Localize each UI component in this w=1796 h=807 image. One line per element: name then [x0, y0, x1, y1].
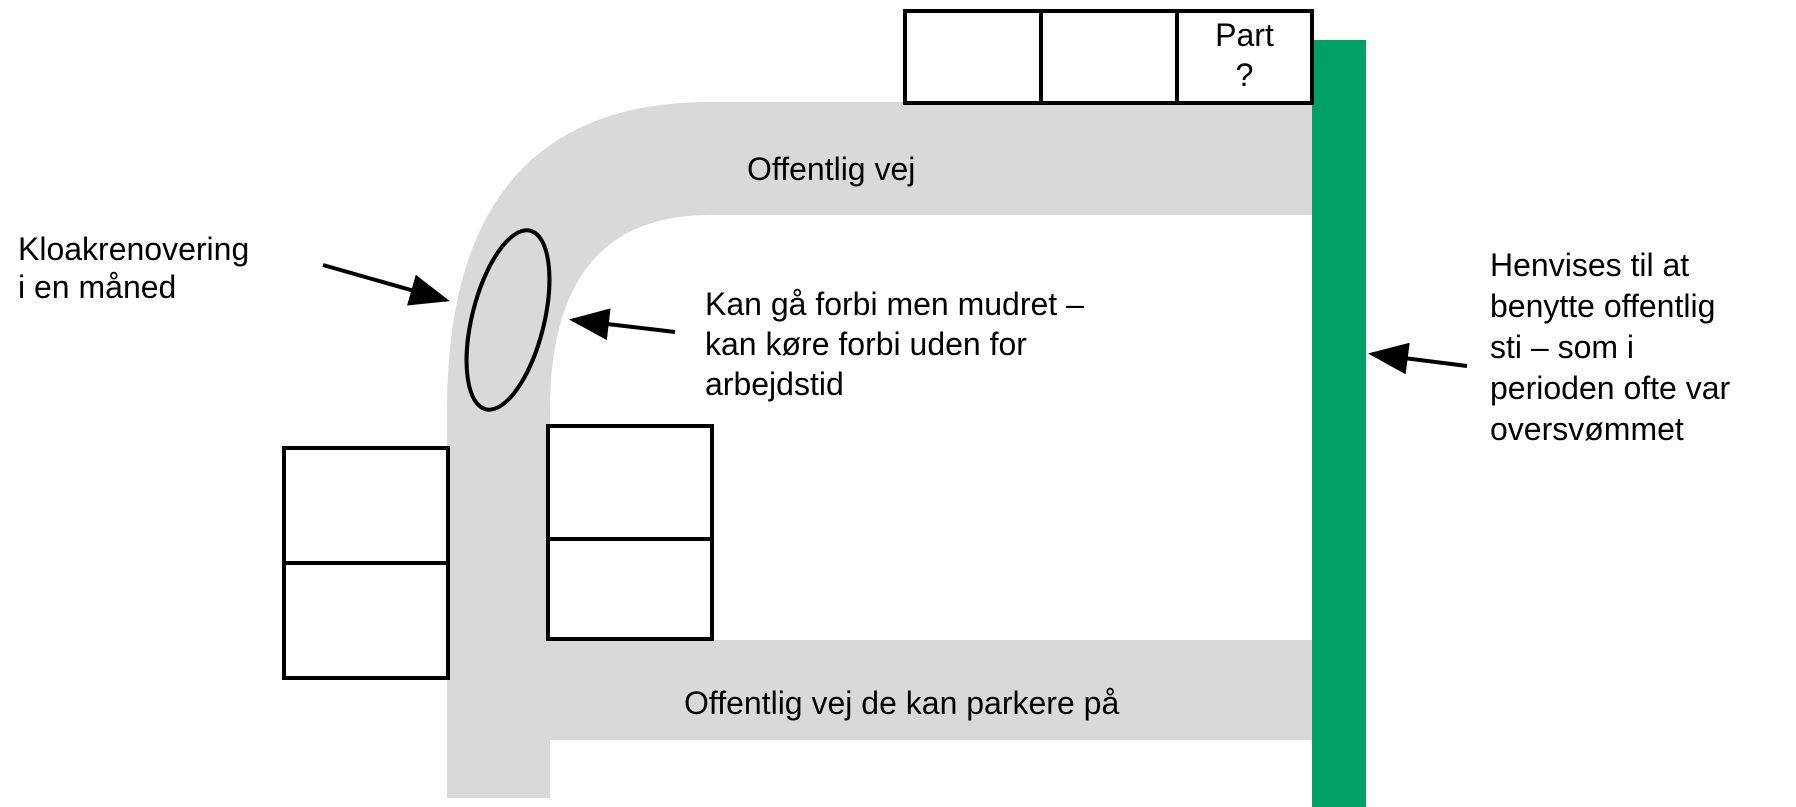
path-note-line-5: oversvømmet	[1490, 411, 1684, 447]
passage-note: Kan gå forbi men mudret – kan køre forbi…	[705, 284, 1084, 404]
house-top-1	[903, 9, 1043, 105]
house-left-1	[282, 446, 450, 565]
path-note-line-4: perioden ofte var	[1490, 370, 1731, 406]
road-bottom-text: Offentlig vej de kan parkere på	[684, 685, 1120, 721]
path-note: Henvises til at benytte offentlig sti – …	[1490, 245, 1730, 450]
sewer-note-line-1: Kloakrenovering	[18, 231, 250, 267]
passage-note-line-2: kan køre forbi uden for	[705, 326, 1027, 362]
house-part	[1175, 9, 1314, 105]
house-top-2	[1039, 9, 1179, 105]
public-path	[1312, 40, 1366, 807]
path-note-line-1: Henvises til at	[1490, 247, 1690, 283]
path-arrow	[1368, 342, 1468, 375]
public-road	[447, 102, 1312, 798]
passage-note-line-3: arbejdstid	[705, 366, 844, 402]
house-mid-2	[546, 537, 714, 641]
sewer-note-line-2: i en måned	[18, 269, 177, 305]
path-note-line-2: benytte offentlig	[1490, 288, 1716, 324]
road-bottom-label: Offentlig vej de kan parkere på	[684, 684, 1119, 722]
passage-note-line-1: Kan gå forbi men mudret –	[705, 286, 1084, 322]
passage-arrow	[569, 308, 676, 341]
house-left-2	[282, 561, 450, 680]
house-mid-1	[546, 424, 714, 541]
sewer-arrow	[322, 263, 450, 306]
path-note-line-3: sti – som i	[1490, 329, 1635, 365]
road-top-text: Offentlig vej	[747, 151, 916, 187]
part-line-1: Part	[1215, 17, 1274, 53]
part-box-label: Part ?	[1177, 15, 1312, 95]
road-top-label: Offentlig vej	[747, 150, 915, 188]
part-line-2: ?	[1235, 57, 1254, 93]
sewer-note: Kloakrenovering i en måned	[18, 230, 249, 306]
sewer-work-ellipse	[464, 228, 552, 412]
